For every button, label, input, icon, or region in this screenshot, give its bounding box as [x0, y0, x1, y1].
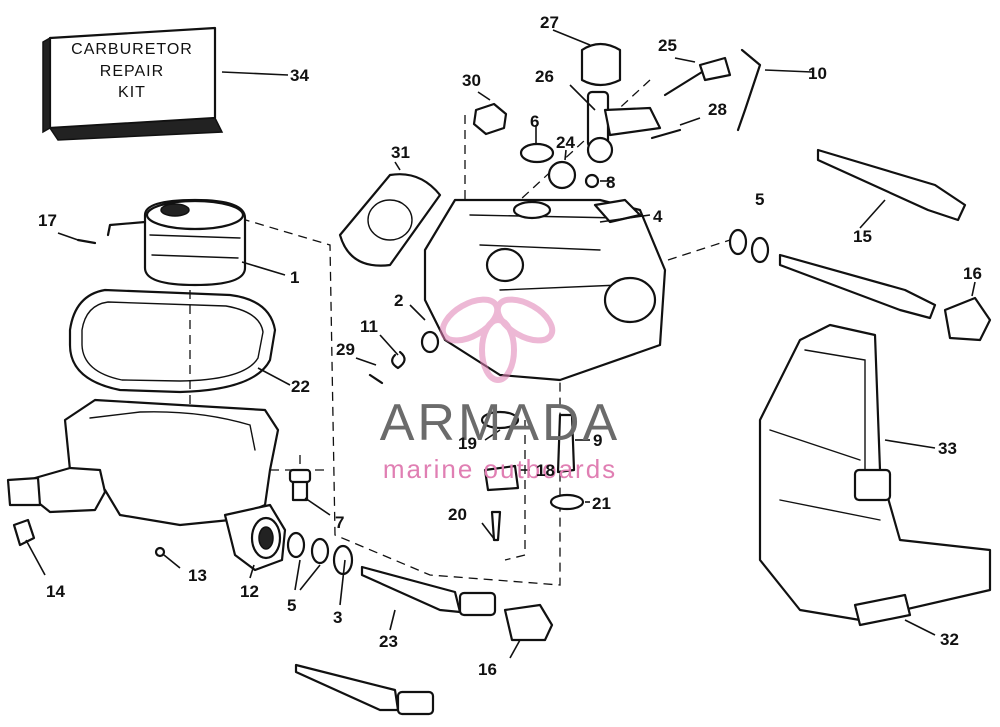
screw-7 — [288, 468, 312, 502]
callout-32: 32 — [940, 630, 959, 649]
shim-32 — [853, 593, 912, 627]
needle-9 — [556, 413, 576, 474]
callout-3: 3 — [333, 608, 342, 627]
callout-23: 23 — [379, 632, 398, 651]
callout-11: 11 — [360, 317, 378, 336]
float-pin — [76, 238, 97, 245]
choke-assembly-26 — [586, 90, 662, 164]
callout-19: 19 — [458, 434, 477, 453]
callout-5-right: 5 — [755, 190, 764, 209]
callout-30: 30 — [462, 71, 481, 90]
clip-11 — [391, 350, 406, 370]
repair-kit-box: CARBURETOR REPAIR KIT — [42, 26, 224, 141]
kit-label-line3: KIT — [118, 84, 146, 101]
callout-20: 20 — [448, 505, 467, 524]
callout-18: 18 — [536, 461, 555, 480]
needle-15-lower — [778, 253, 937, 320]
washer-5-right-a — [728, 228, 748, 256]
nut-30 — [472, 102, 508, 136]
screw-28 — [650, 128, 682, 140]
callout-10: 10 — [808, 64, 827, 83]
callout-26: 26 — [535, 67, 554, 86]
kit-label-line2: REPAIR — [100, 63, 164, 80]
watermark-subtitle: marine outboards — [383, 454, 617, 484]
washer-2 — [420, 330, 440, 354]
plug-16-lower — [503, 603, 554, 642]
callout-17: 17 — [38, 211, 57, 230]
callout-8: 8 — [606, 173, 615, 192]
needle-15-upper — [816, 148, 967, 222]
link-10 — [736, 48, 762, 132]
watermark: ARMADA marine outboards — [380, 296, 620, 484]
plug-6 — [519, 142, 555, 164]
callout-24: 24 — [556, 133, 575, 152]
callout-1: 1 — [290, 268, 299, 287]
kit-label-line1: CARBURETOR — [71, 41, 193, 58]
pin-29 — [368, 373, 384, 385]
callout-13: 13 — [188, 566, 207, 585]
float — [106, 198, 247, 287]
callout-34: 34 — [290, 66, 309, 85]
callout-4: 4 — [653, 207, 663, 226]
callout-12: 12 — [240, 582, 259, 601]
jet-18 — [483, 464, 520, 492]
callout-21: 21 — [592, 494, 611, 513]
callout-27: 27 — [540, 13, 559, 32]
bowl-gasket — [68, 288, 277, 394]
callout-5-left: 5 — [287, 596, 296, 615]
callout-28: 28 — [708, 100, 727, 119]
ball-13 — [154, 546, 166, 558]
plug-14 — [12, 518, 36, 547]
washer-5-right-b — [750, 236, 770, 264]
flange-gasket — [338, 173, 442, 267]
callout-14: 14 — [46, 582, 65, 601]
callout-2: 2 — [394, 291, 403, 310]
callout-15: 15 — [853, 227, 872, 246]
washers-left — [286, 531, 354, 576]
needle-valves-23 — [294, 565, 497, 716]
callout-33: 33 — [938, 439, 957, 458]
callout-16-right: 16 — [963, 264, 982, 283]
callout-22: 22 — [291, 377, 310, 396]
carburetor-body — [423, 198, 667, 382]
washer-19 — [480, 410, 520, 430]
bracket-33 — [758, 323, 992, 622]
screw-25 — [663, 56, 732, 97]
callout-6: 6 — [530, 112, 539, 131]
plug-16-right — [943, 296, 992, 342]
callout-25: 25 — [658, 36, 677, 55]
callout-7: 7 — [335, 513, 344, 532]
float-bowl — [6, 398, 287, 572]
needle-20 — [490, 510, 502, 542]
leader-lines — [25, 29, 976, 659]
washer-21 — [549, 493, 585, 511]
ball-8 — [584, 173, 600, 189]
watermark-title: ARMADA — [380, 394, 620, 452]
washer-24 — [547, 160, 577, 190]
callout-31: 31 — [391, 143, 410, 162]
callout-16-lower: 16 — [478, 660, 497, 679]
callout-29: 29 — [336, 340, 355, 359]
callout-9: 9 — [593, 431, 602, 450]
callout-numbers: 34 1 2 3 4 5 5 6 7 8 9 10 11 12 13 14 15… — [38, 13, 982, 679]
cap-27 — [580, 42, 622, 87]
